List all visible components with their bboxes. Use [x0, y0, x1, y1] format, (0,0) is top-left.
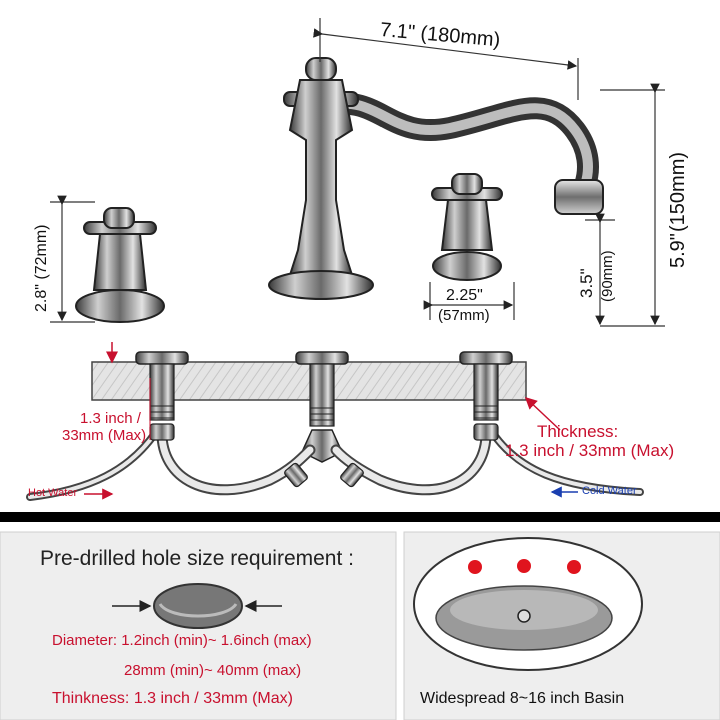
spout-body: [288, 79, 354, 276]
spout-height-mm-label: (90mm): [599, 250, 616, 302]
hole-thickness-value: 1.3 inch / 33mm (Max): [134, 690, 293, 707]
diameter-mm-value: 28mm (min)~ 40mm (max): [124, 662, 301, 679]
spout-reach-label: 7.1" (180mm): [379, 19, 501, 51]
spout-base: [268, 270, 374, 300]
left-handle: [75, 207, 165, 323]
right-handle: [431, 173, 503, 281]
spout-finial: [305, 57, 337, 81]
hole-icon: [153, 583, 243, 629]
left-shank: [149, 363, 175, 421]
hole-requirement-title: Pre-drilled hole size requirement :: [40, 547, 354, 570]
hot-water-label: Hot Water: [28, 487, 77, 499]
basin-drain: [517, 609, 531, 623]
basin-caption: Widespread 8~16 inch Basin: [420, 690, 624, 707]
spout-tip: [554, 179, 604, 215]
diameter-label: Diameter:: [52, 632, 121, 649]
faucet-illustration: [75, 57, 604, 323]
thickness-pointer: [524, 396, 561, 431]
handle-base-in-label: 2.25": [446, 287, 483, 304]
handle-height-label: 2.8" (72mm): [33, 225, 50, 312]
spout: [319, 92, 599, 196]
gap-label-line2: 33mm (Max): [62, 427, 146, 444]
spout-height-label: 3.5": [577, 268, 596, 298]
faucet-hole-center: [517, 559, 531, 573]
overall-height-mm-label: (150mm): [667, 152, 689, 232]
center-shank: [309, 363, 335, 427]
section-divider: [0, 512, 720, 522]
installation-section: [26, 351, 644, 501]
cold-water-label: Cold Water: [582, 485, 637, 497]
dimension-lines: [50, 18, 665, 327]
install-thickness-label: Thickness:: [537, 422, 618, 441]
overall-height-label: 5.9": [667, 233, 689, 268]
faucet-hole-left: [468, 560, 482, 574]
faucet-hole-right: [567, 560, 581, 574]
svg-text:Thinkness: 1.3 inch / 33mm (Ma: Thinkness: 1.3 inch / 33mm (Max): [52, 690, 293, 707]
handle-base-mm-label: (57mm): [438, 307, 490, 324]
install-thickness-value: 1.3 inch / 33mm (Max): [505, 441, 674, 460]
gap-label-line1: 1.3 inch /: [80, 410, 142, 427]
svg-text:Diameter: 1.2inch (min)~ 1.6in: Diameter: 1.2inch (min)~ 1.6inch (max): [52, 632, 312, 649]
supply-hoses: [26, 424, 644, 501]
right-shank: [473, 363, 499, 421]
hole-thickness-label: Thinkness:: [52, 690, 134, 707]
diameter-inch-value: 1.2inch (min)~ 1.6inch (max): [121, 632, 312, 649]
